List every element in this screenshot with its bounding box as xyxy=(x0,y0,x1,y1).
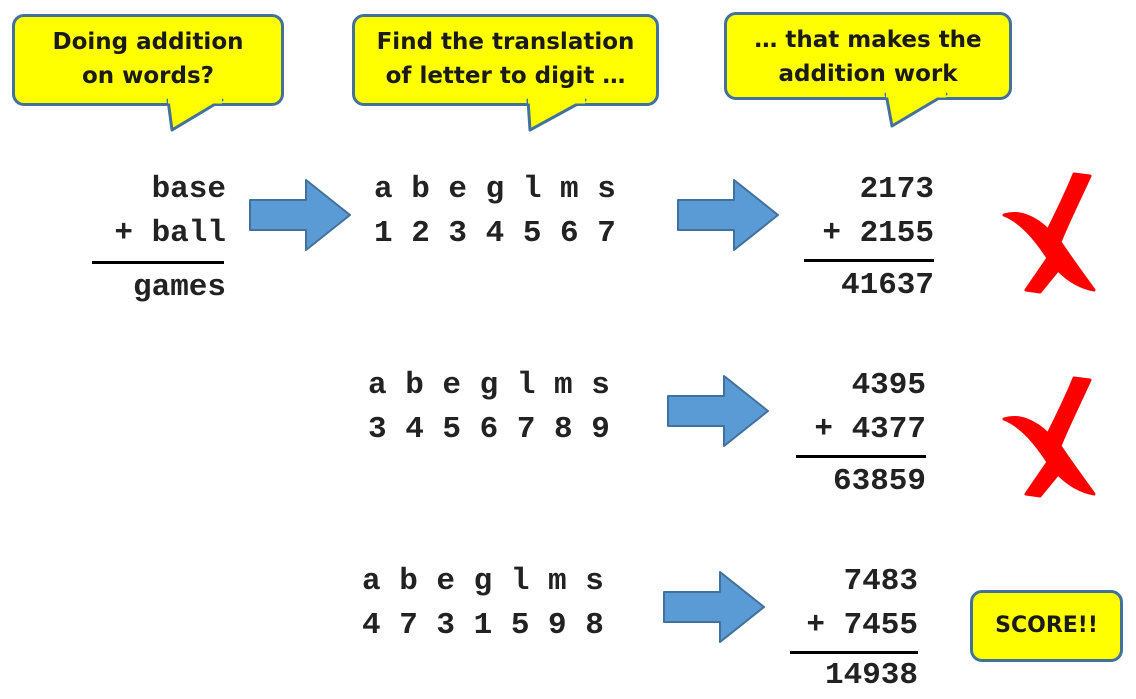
numeric-addend-2: + 7455 xyxy=(806,608,918,643)
letters-row: a b e g l m s xyxy=(374,172,616,207)
callout-line: Doing addition xyxy=(52,29,244,55)
digits-row: 1 2 3 4 5 6 7 xyxy=(374,216,616,251)
numeric-sum: 41637 xyxy=(840,268,934,303)
callout-line: Find the translation xyxy=(376,29,635,55)
cross-icon xyxy=(1002,172,1096,294)
numeric-addend-2: + 2155 xyxy=(822,216,934,251)
callout-line: of letter to digit … xyxy=(385,63,626,89)
score-badge: SCORE!! xyxy=(970,590,1123,662)
numeric-sum: 14938 xyxy=(824,658,918,693)
numeric-addend-1: 7483 xyxy=(843,564,918,599)
numeric-addend-1: 4395 xyxy=(851,368,926,403)
numeric-addend-1: 2173 xyxy=(859,172,934,207)
word-addend-1: base xyxy=(151,172,226,207)
arrow-right-icon xyxy=(677,179,779,251)
numeric-addend-2: + 4377 xyxy=(814,412,926,447)
arrow-right-icon xyxy=(663,571,765,643)
sum-line xyxy=(92,261,224,264)
sum-line xyxy=(796,455,926,458)
letters-row: a b e g l m s xyxy=(362,564,604,599)
sum-line xyxy=(804,259,934,262)
callout-doing-addition: Doing addition on words? xyxy=(12,14,284,106)
sum-line xyxy=(790,651,918,654)
cross-icon xyxy=(1002,376,1096,498)
digits-row: 3 4 5 6 7 8 9 xyxy=(368,412,610,447)
arrow-right-icon xyxy=(249,179,351,251)
letters-row: a b e g l m s xyxy=(368,368,610,403)
callout-line: addition work xyxy=(778,61,958,87)
word-sum: games xyxy=(132,270,226,305)
word-addend-2: + ball xyxy=(114,216,226,251)
numeric-sum: 63859 xyxy=(832,464,926,499)
arrow-right-icon xyxy=(667,375,769,447)
callout-find-translation: Find the translation of letter to digit … xyxy=(352,14,659,106)
callout-line: … that makes the xyxy=(754,27,982,53)
callout-addition-work: … that makes the addition work xyxy=(724,12,1012,100)
callout-line: on words? xyxy=(81,63,215,89)
digits-row: 4 7 3 1 5 9 8 xyxy=(362,608,604,643)
